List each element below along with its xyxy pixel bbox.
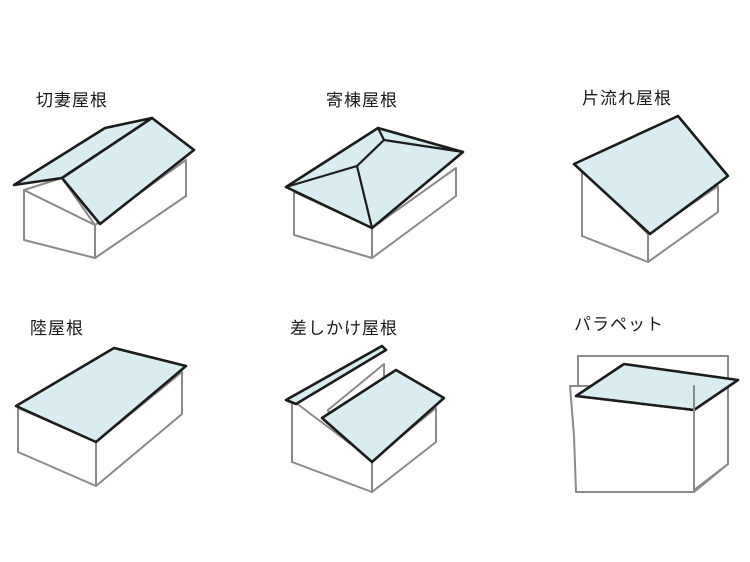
kirizuma-gable-end: [23, 177, 96, 226]
sashikake-upper-roof: [284, 344, 388, 406]
rikuyane-roof: [14, 346, 188, 444]
label-katanagare: 片流れ屋根: [582, 89, 672, 109]
label-yosemune: 寄棟屋根: [326, 91, 398, 111]
label-rikuyane: 陸屋根: [30, 319, 84, 339]
parapet-illustration: [569, 355, 740, 493]
yosemune-hip-front: [355, 164, 374, 230]
label-sashikake: 差しかけ屋根: [290, 319, 398, 339]
yosemune-hip-back: [376, 126, 386, 142]
yosemune-roof-illustration: [284, 126, 465, 259]
parapet-bottom-edge: [693, 463, 729, 493]
yosemune-ridge: [355, 138, 386, 168]
sashikake-lower-roof: [320, 368, 446, 464]
sashikake-roof-illustration: [284, 344, 446, 493]
katanagare-roof: [572, 114, 730, 236]
rikuyane-side-wall: [95, 371, 183, 487]
rikuyane-roof-illustration: [14, 346, 188, 487]
yosemune-hip-left: [284, 164, 359, 189]
kirizuma-roof-illustration: [12, 116, 196, 259]
kirizuma-ridge-line: [60, 116, 154, 180]
parapet-hidden-edge: [575, 394, 695, 412]
label-parapet: パラペット: [574, 315, 664, 335]
yosemune-side-wall: [371, 167, 457, 259]
yosemune-hip-right: [382, 138, 465, 154]
label-kirizuma: 切妻屋根: [36, 91, 108, 111]
katanagare-roof-illustration: [572, 114, 730, 263]
